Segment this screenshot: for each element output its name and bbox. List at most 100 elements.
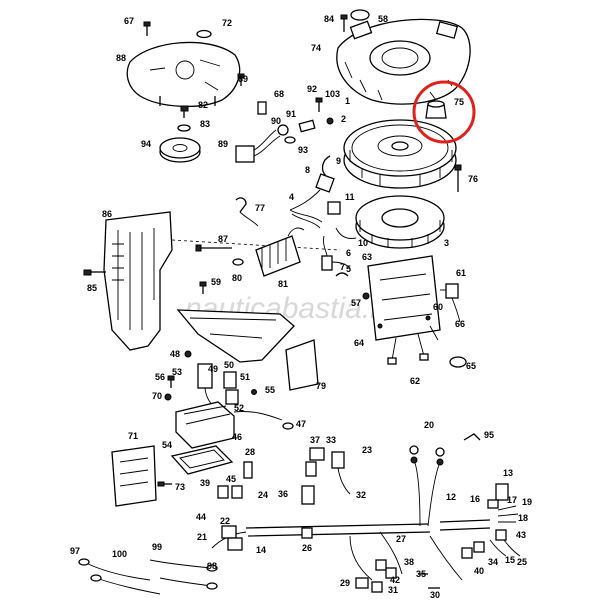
part-48-screw xyxy=(184,350,192,358)
part-38-connector xyxy=(375,559,387,571)
label-4: 4 xyxy=(289,192,294,202)
label-45: 45 xyxy=(226,474,236,484)
part-33-connector xyxy=(331,451,351,495)
label-37: 37 xyxy=(310,435,320,445)
part-42-connector xyxy=(385,567,397,579)
part-9-clip xyxy=(321,155,331,177)
part-83-washer xyxy=(177,124,191,132)
part-71-bracket xyxy=(111,445,157,507)
label-64: 64 xyxy=(354,338,364,348)
label-9: 9 xyxy=(336,156,341,166)
label-90: 90 xyxy=(271,116,281,126)
label-93: 93 xyxy=(298,145,308,155)
label-76: 76 xyxy=(468,174,478,184)
part-57-screw xyxy=(362,292,370,300)
part-100-cable xyxy=(90,574,161,595)
part-82-screw xyxy=(180,105,189,118)
label-32: 32 xyxy=(356,490,366,500)
part-20-eyelets xyxy=(409,445,445,457)
label-10: 10 xyxy=(358,238,368,248)
part-55-screw xyxy=(251,389,257,395)
label-40: 40 xyxy=(474,566,484,576)
part-15-lead xyxy=(489,539,507,557)
label-77: 77 xyxy=(255,203,265,213)
label-62: 62 xyxy=(410,376,420,386)
part-97-cable xyxy=(78,558,151,581)
part-76-bolt xyxy=(454,164,462,192)
timer-base-plate xyxy=(126,41,241,108)
part-58-cap xyxy=(350,9,370,21)
part-79-cover xyxy=(285,339,319,391)
part-93-washer xyxy=(284,136,296,144)
label-98: 98 xyxy=(207,561,217,571)
label-25: 25 xyxy=(517,557,527,567)
part-99-cable xyxy=(149,559,218,572)
part-7-connector xyxy=(321,235,333,271)
part-67-screw xyxy=(143,21,151,36)
label-20: 20 xyxy=(424,420,434,430)
label-3: 3 xyxy=(444,238,449,248)
label-14: 14 xyxy=(256,545,266,555)
label-38: 38 xyxy=(404,557,414,567)
part-28-plug xyxy=(243,461,253,479)
label-59: 59 xyxy=(211,277,221,287)
label-48: 48 xyxy=(170,349,180,359)
part-94-pulley xyxy=(159,137,201,163)
flywheel-cover xyxy=(336,18,471,105)
part-81-rectifier xyxy=(255,227,305,277)
label-80: 80 xyxy=(232,273,242,283)
label-87: 87 xyxy=(218,234,228,244)
label-74: 74 xyxy=(311,43,321,53)
part-23-plug xyxy=(305,461,317,477)
part-89-connector xyxy=(235,129,281,163)
label-99: 99 xyxy=(152,542,162,552)
label-15: 15 xyxy=(505,555,515,565)
mounting-bracket xyxy=(176,309,295,363)
part-16-connector xyxy=(487,499,499,509)
label-24: 24 xyxy=(258,490,268,500)
label-31: 31 xyxy=(388,585,398,595)
part-75-nut xyxy=(425,100,447,119)
label-39: 39 xyxy=(200,478,210,488)
part-25-lead xyxy=(503,539,521,557)
part-59-screw xyxy=(199,281,207,294)
label-2: 2 xyxy=(341,114,346,124)
label-57: 57 xyxy=(351,298,361,308)
label-21: 21 xyxy=(197,532,207,542)
part-45-connector xyxy=(231,485,243,499)
part-84-screw xyxy=(340,14,348,32)
label-83: 83 xyxy=(200,119,210,129)
label-52: 52 xyxy=(234,403,244,413)
label-103: 103 xyxy=(325,89,340,99)
label-33: 33 xyxy=(326,435,336,445)
part-66-wire xyxy=(451,297,461,323)
label-55: 55 xyxy=(265,385,275,395)
label-16: 16 xyxy=(470,494,480,504)
label-50: 50 xyxy=(224,360,234,370)
label-65: 65 xyxy=(466,361,476,371)
label-30: 30 xyxy=(430,590,440,600)
label-49: 49 xyxy=(208,364,218,374)
label-12: 12 xyxy=(446,492,456,502)
part-98-cable xyxy=(159,577,218,590)
part-87-bolt xyxy=(195,244,232,252)
label-43: 43 xyxy=(516,530,526,540)
part-43-connector xyxy=(495,529,507,541)
part-17-lead xyxy=(497,505,519,523)
label-69: 69 xyxy=(238,74,248,84)
label-70: 70 xyxy=(152,391,162,401)
label-63: 63 xyxy=(362,252,372,262)
label-11: 11 xyxy=(345,192,355,202)
label-94: 94 xyxy=(141,139,151,149)
label-42: 42 xyxy=(390,575,400,585)
part-61-connector xyxy=(440,283,459,299)
label-35: 35 xyxy=(416,569,426,579)
stator xyxy=(355,195,445,249)
part-54-gasket xyxy=(170,445,234,475)
label-29: 29 xyxy=(340,578,350,588)
label-97: 97 xyxy=(70,546,80,556)
label-58: 58 xyxy=(378,14,388,24)
label-1: 1 xyxy=(345,96,350,106)
label-27: 27 xyxy=(396,534,406,544)
